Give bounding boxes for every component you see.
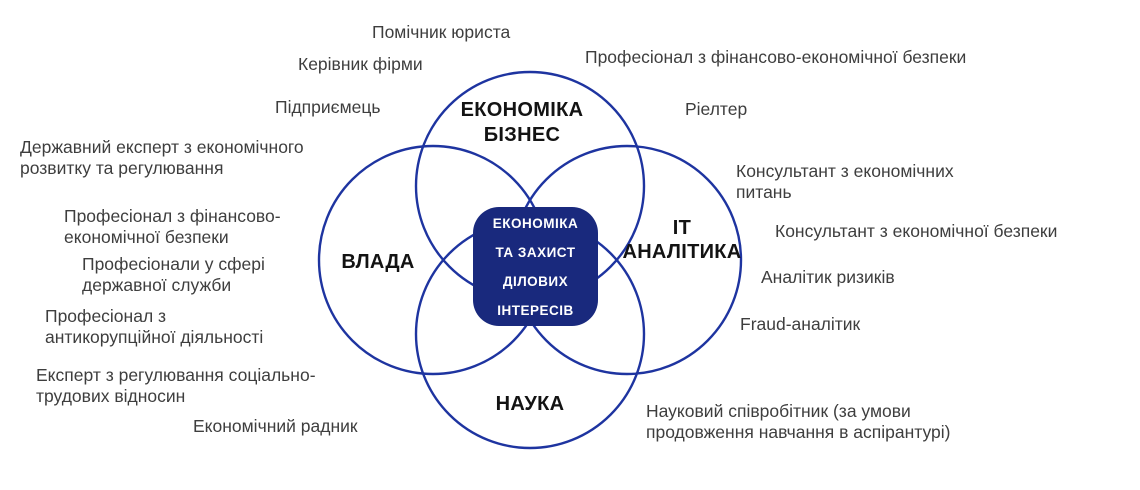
profession-label: Професіонал з фінансово- економічної без… xyxy=(64,206,281,247)
profession-label: Економічний радник xyxy=(193,416,358,436)
center-box-label: ЕКОНОМІКА ТА ЗАХИСТ ДІЛОВИХ ІНТЕРЕСІВ xyxy=(492,215,579,318)
profession-label: Помічник юриста xyxy=(372,22,511,42)
profession-label: Керівник фірми xyxy=(298,54,423,74)
profession-label: Державний експерт з економічного розвитк… xyxy=(20,137,304,178)
profession-label: Консультант з економічних питань xyxy=(736,161,954,202)
profession-label: Професіонал з фінансово-економічної безп… xyxy=(585,47,967,67)
profession-label: Ріелтер xyxy=(685,99,748,119)
profession-label: Fraud-аналітик xyxy=(740,314,861,334)
circle-label-economics-business: ЕКОНОМІКА БІЗНЕС xyxy=(460,99,584,146)
profession-label: Аналітик ризиків xyxy=(761,267,895,287)
circle-label-science: НАУКА xyxy=(495,393,565,415)
circle-label-power: ВЛАДА xyxy=(341,251,415,273)
profession-label: Професіонал з антикорупційної діяльності xyxy=(45,306,264,347)
profession-label: Експерт з регулювання соціально- трудови… xyxy=(36,365,316,406)
profession-label: Консультант з економічної безпеки xyxy=(775,221,1058,241)
profession-label: Підприємець xyxy=(275,97,381,117)
circle-label-it-analytics: ІТ АНАЛІТИКА xyxy=(622,217,742,263)
center-box: ЕКОНОМІКА ТА ЗАХИСТ ДІЛОВИХ ІНТЕРЕСІВ xyxy=(473,207,598,326)
profession-label: Науковий співробітник (за умови продовже… xyxy=(646,401,951,442)
profession-label: Професіонали у сфері державної служби xyxy=(82,254,265,295)
